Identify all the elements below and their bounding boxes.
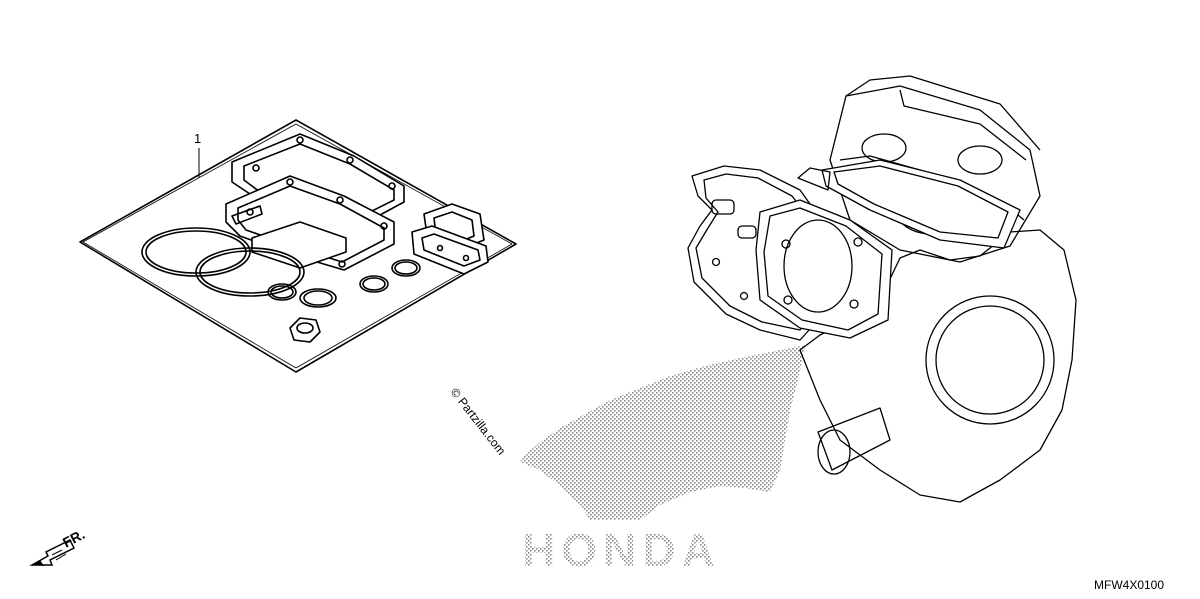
- engine-illustration: [687, 75, 1077, 503]
- honda-wing-logo: [520, 345, 805, 520]
- gasket-kit-illustration: [79, 119, 517, 373]
- direction-arrow-icon: [29, 538, 76, 566]
- diagram-code: MFW4X0100: [1094, 578, 1164, 592]
- honda-brand-text: HONDA: [522, 524, 721, 576]
- callout-number: 1: [194, 131, 201, 146]
- watermark-text: © Partzilla.com: [448, 385, 509, 457]
